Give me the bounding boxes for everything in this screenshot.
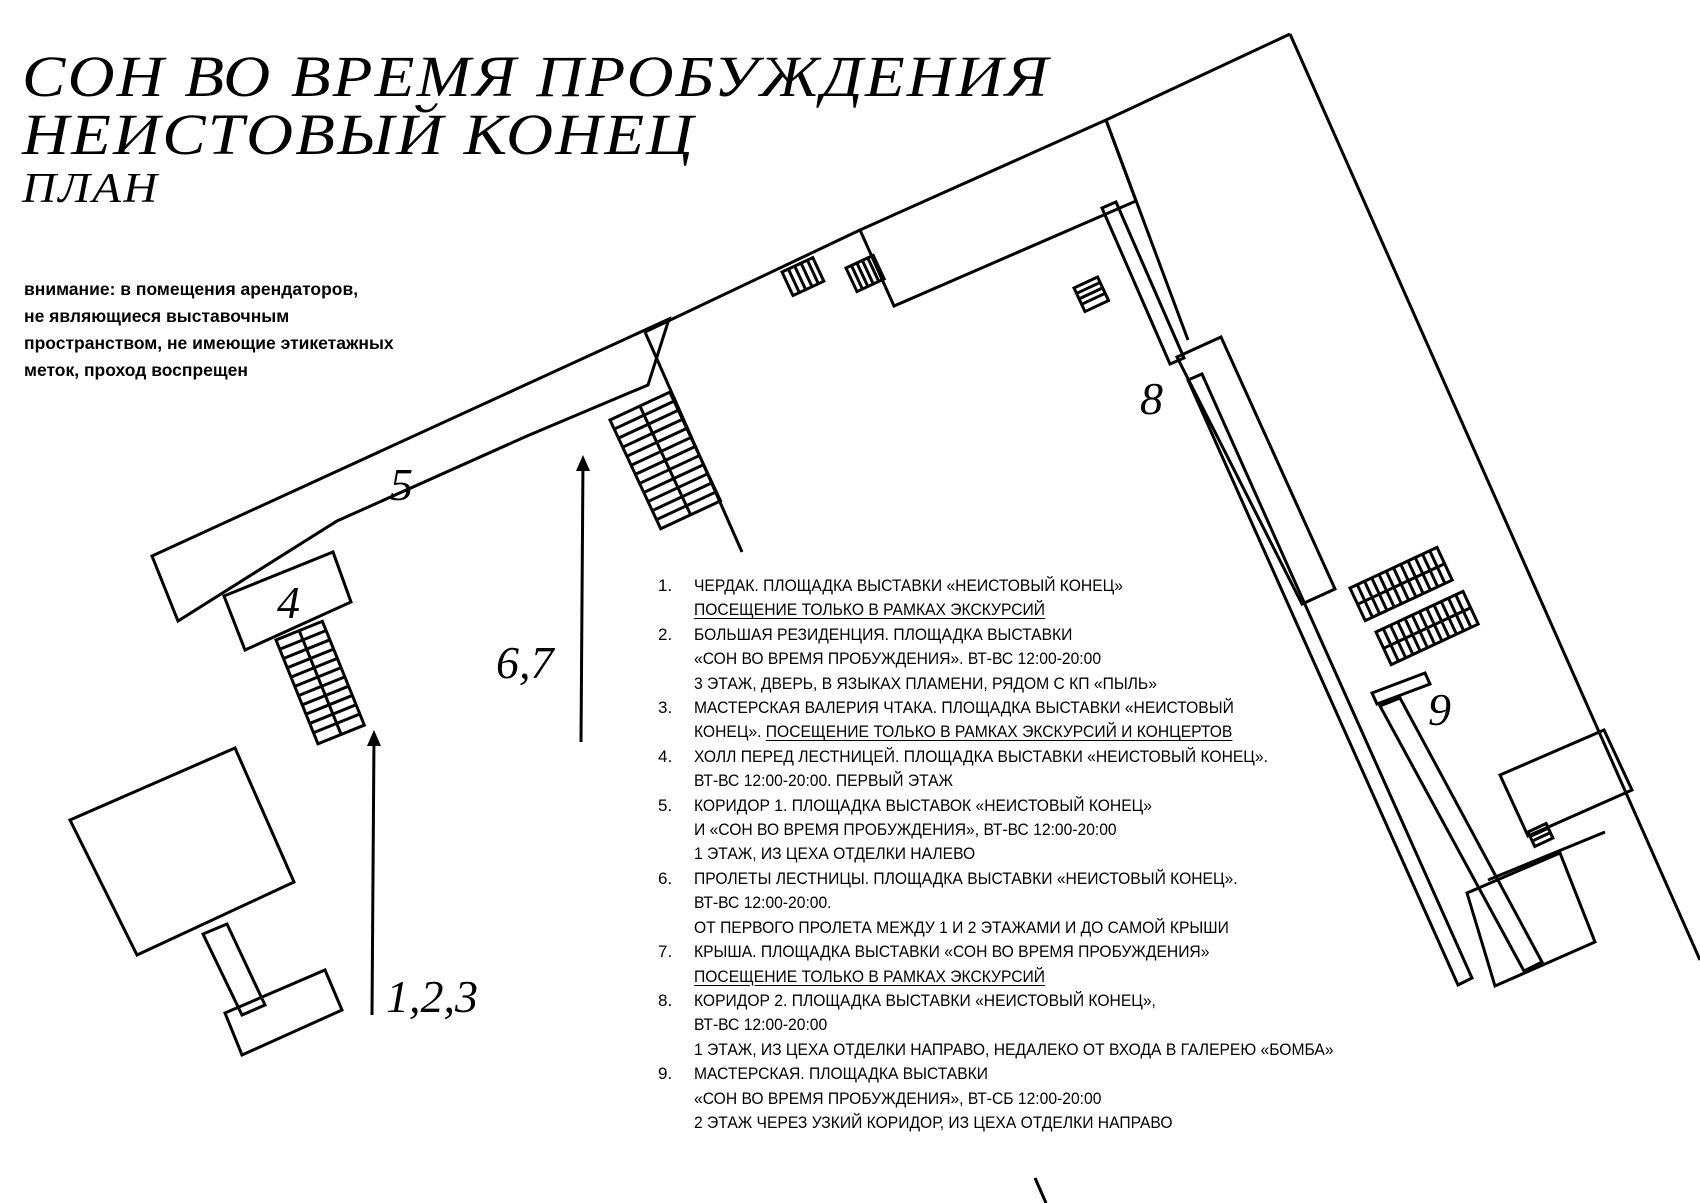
wall-outer [1288,33,1700,961]
legend-number: 4. [658,746,673,766]
title-line-1: СОН ВО ВРЕМЯ ПРОБУЖДЕНИЯ [22,44,1051,109]
legend-number: 7. [658,942,673,962]
connector-left [200,922,268,1017]
stair-right-2 [1374,589,1481,667]
legend-number: 1. [658,576,673,595]
arrow-head-67 [576,455,590,471]
legend-item: 7. КРЫША. ПЛОЩАДКА ВЫСТАВКИ «СОН ВО ВРЕМЯ… [652,940,1652,989]
entrance-arrow-123 [370,734,376,1016]
wall-fragment [1033,1177,1048,1203]
legend-number: 8. [658,990,673,1010]
legend-line: И «СОН ВО ВРЕМЯ ПРОБУЖДЕНИЯ», ВТ-ВС 12:0… [694,820,1117,840]
map-label-1-2-3: 1,2,3 [386,971,478,1022]
legend-line: КОРИДОР 1. ПЛОЩАДКА ВЫСТАВОК «НЕИСТОВЫЙ … [694,795,1152,815]
legend-line: КОНЕЦ». ПОСЕЩЕНИЕ ТОЛЬКО В РАМКАХ ЭКСКУР… [694,720,1575,744]
legend-item: 1. ЧЕРДАК. ПЛОЩАДКА ВЫСТАВКИ «НЕИСТОВЫЙ К… [652,574,1652,623]
legend-line-prefix: КОНЕЦ». [694,722,766,742]
legend-line: 2 ЭТАЖ ЧЕРЕЗ УЗКИЙ КОРИДОР, ИЗ ЦЕХА ОТДЕ… [694,1112,1173,1132]
wall-upper [644,228,861,334]
legend-number: 6. [658,868,673,888]
warning-line: не являющиеся выставочным [24,306,290,326]
wall-outer [1105,32,1291,122]
legend-line: БОЛЬШАЯ РЕЗИДЕНЦИЯ. ПЛОЩАДКА ВЫСТАВКИ [694,624,1073,644]
legend-list: 1. ЧЕРДАК. ПЛОЩАДКА ВЫСТАВКИ «НЕИСТОВЫЙ К… [652,574,1652,1135]
room-right-a [1497,728,1635,838]
venue-legend: 1. ЧЕРДАК. ПЛОЩАДКА ВЫСТАВКИ «НЕИСТОВЫЙ К… [652,574,1652,1135]
legend-number: 2. [658,624,673,644]
stair-small-3 [1072,275,1111,314]
legend-line: КОРИДОР 2. ПЛОЩАДКА ВЫСТАВКИ «НЕИСТОВЫЙ … [694,990,1156,1010]
legend-restriction: ПОСЕЩЕНИЕ ТОЛЬКО В РАМКАХ ЭКСКУРСИЙ И КО… [765,722,1233,742]
legend-line: ПРОЛЕТЫ ЛЕСТНИЦЫ. ПЛОЩАДКА ВЫСТАВКИ «НЕИ… [694,868,1238,888]
legend-number: 9. [658,1064,673,1084]
wall [1487,830,1606,882]
warning-line: внимание: в помещения арендаторов, [24,279,359,299]
map-label-6-7: 6,7 [496,637,556,688]
legend-line: МАСТЕРСКАЯ. ПЛОЩАДКА ВЫСТАВКИ [694,1064,989,1084]
legend-line: «СОН ВО ВРЕМЯ ПРОБУЖДЕНИЯ». ВТ-ВС 12:00-… [694,649,1102,669]
legend-line: ОТ ПЕРВОГО ПРОЛЕТА МЕЖДУ 1 И 2 ЭТАЖАМИ И… [694,917,1229,937]
legend-number: 5. [658,795,673,815]
room-hall-4 [222,550,353,653]
legend-item: 3. МАСТЕРСКАЯ ВАЛЕРИЯ ЧТАКА. ПЛОЩАДКА ВЫС… [652,696,1652,745]
legend-item: 9. МАСТЕРСКАЯ. ПЛОЩАДКА ВЫСТАВКИ «СОН ВО В… [652,1062,1652,1135]
room-9 [1377,696,1545,973]
legend-line: КРЫША. ПЛОЩАДКА ВЫСТАВКИ «СОН ВО ВРЕМЯ П… [694,942,1210,962]
stair-right-small [1526,821,1555,849]
title-line-2: НЕИСТОВЫЙ КОНЕЦ [22,102,696,167]
legend-item: 6. ПРОЛЕТЫ ЛЕСТНИЦЫ. ПЛОЩАДКА ВЫСТАВКИ «Н… [652,867,1652,940]
map-label-8: 8 [1140,373,1163,424]
title-block: СОН ВО ВРЕМЯ ПРОБУЖДЕНИЯ НЕИСТОВЫЙ КОНЕЦ… [22,48,1048,211]
corridor-2-wall-b [1186,372,1474,988]
legend-line: ВТ-ВС 12:00-20:00. [694,893,832,913]
room-9-bar [1369,671,1433,706]
corridor-2-room [1174,335,1337,606]
legend-item: 8. КОРИДОР 2. ПЛОЩАДКА ВЫСТАВКИ «НЕИСТОВЫ… [652,989,1652,1062]
legend-line: «СОН ВО ВРЕМЯ ПРОБУЖДЕНИЯ», ВТ-СБ 12:00-… [694,1088,1102,1108]
legend-line: ВТ-ВС 12:00-20:00. ПЕРВЫЙ ЭТАЖ [694,771,953,791]
map-label-9: 9 [1428,684,1451,735]
entrance-arrow-67 [579,459,585,743]
room-right-b [1465,851,1597,989]
legend-restriction: ПОСЕЩЕНИЕ ТОЛЬКО В РАМКАХ ЭКСКУРСИЙ [694,966,1046,986]
legend-line: 3 ЭТАЖ, ДВЕРЬ, В ЯЗЫКАХ ПЛАМЕНИ, РЯДОМ С… [694,673,1157,693]
corridor-2-wall-a [1100,200,1186,366]
legend-restriction: ПОСЕЩЕНИЕ ТОЛЬКО В РАМКАХ ЭКСКУРСИЙ [694,600,1046,620]
legend-line: 1 ЭТАЖ, ИЗ ЦЕХА ОТДЕЛКИ НАЛЕВО [694,844,976,864]
title-line-3: ПЛАН [22,166,160,212]
stair-small-1 [780,255,826,298]
legend-line: ЧЕРДАК. ПЛОЩАДКА ВЫСТАВКИ «НЕИСТОВЫЙ КОН… [694,576,1123,595]
wall [1104,119,1190,341]
access-warning: внимание: в помещения арендаторов, не яв… [24,276,484,384]
legend-line: МАСТЕРСКАЯ ВАЛЕРИЯ ЧТАКА. ПЛОЩАДКА ВЫСТА… [694,698,1234,718]
legend-line: 1 ЭТАЖ, ИЗ ЦЕХА ОТДЕЛКИ НАПРАВО, НЕДАЛЕК… [694,1039,1334,1059]
stair-main [608,390,723,531]
stair-right-1 [1348,545,1455,623]
warning-line: меток, проход воспрещен [24,360,248,380]
stair-hall [274,619,367,746]
legend-item: 2. БОЛЬШАЯ РЕЗИДЕНЦИЯ. ПЛОЩАДКА ВЫСТАВКИ «… [652,623,1652,696]
legend-item: 5. КОРИДОР 1. ПЛОЩАДКА ВЫСТАВОК «НЕИСТОВЫ… [652,794,1652,867]
building-left [67,746,296,957]
map-label-5: 5 [390,459,413,510]
building-left-bottom [223,968,344,1058]
legend-line: ВТ-ВС 12:00-20:00 [694,1015,828,1035]
warning-line: пространством, не имеющие этикетажных [24,333,394,353]
legend-number: 3. [658,698,673,718]
arrow-head-123 [367,730,381,746]
legend-line: ХОЛЛ ПЕРЕД ЛЕСТНИЦЕЙ. ПЛОЩАДКА ВЫСТАВКИ … [694,746,1268,766]
map-label-4: 4 [277,577,300,628]
stair-small-2 [844,253,887,294]
legend-item: 4. ХОЛЛ ПЕРЕД ЛЕСТНИЦЕЙ. ПЛОЩАДКА ВЫСТАВК… [652,745,1652,794]
